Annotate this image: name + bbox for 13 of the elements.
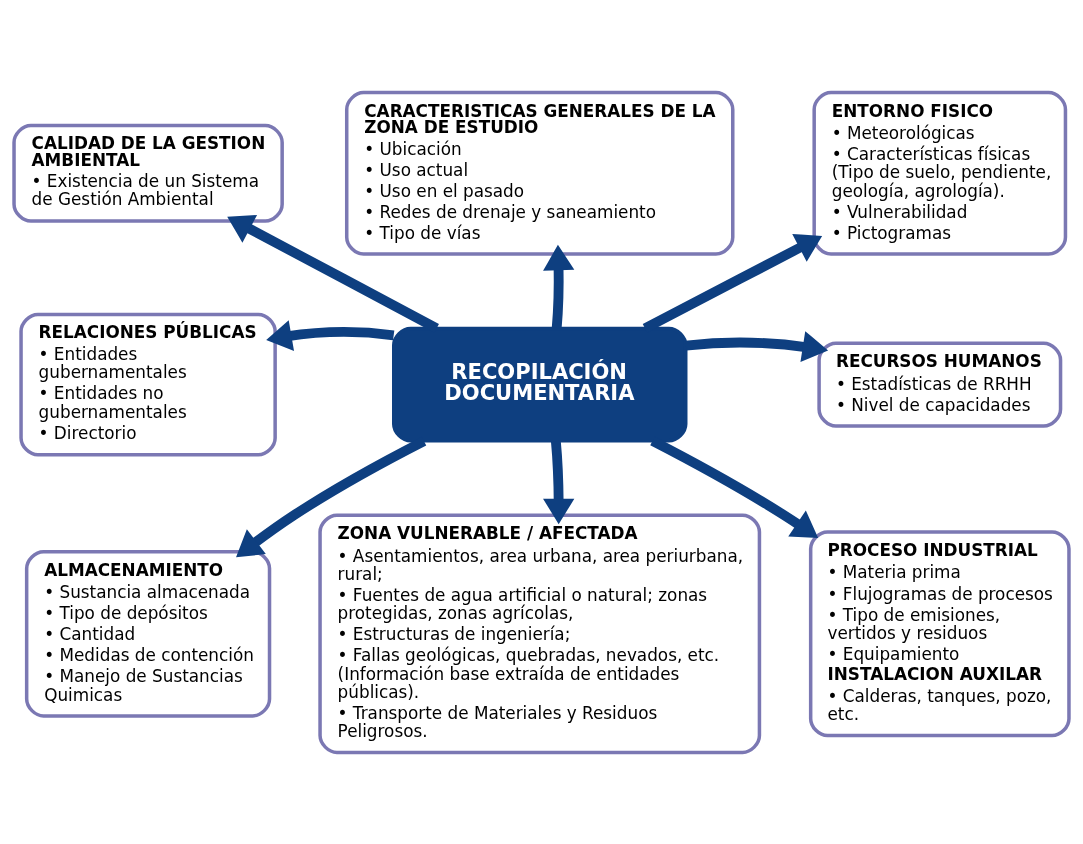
node-box: RELACIONES PÚBLICAS • Entidades gubernamentales • Entidades no gubernamentales • Directorio — [19, 312, 277, 457]
node-box: ALMACENAMIENTO • Sustancia almacenada • Tipo de depósitos • Cantidad • Medidas de contención • Manejo de Sustancias Quimicas — [24, 549, 272, 718]
arrow — [543, 440, 575, 524]
node-box: CALIDAD DE LA GESTION AMBIENTAL • Existencia de un Sistema de Gestión Ambiental — [12, 123, 284, 223]
arrow — [685, 330, 829, 362]
arrow — [543, 244, 575, 328]
node-box: ENTORNO FISICO • Meteorológicas • Características físicas (Tipo de suelo, pendiente, geología, agrología). • Vulnerabilidad • Pictogramas — [812, 90, 1068, 256]
arrow — [266, 319, 395, 351]
node-box: RECURSOS HUMANOS • Estadísticas de RRHH • Nivel de capacidades — [817, 340, 1063, 428]
node-box: RECOPILACIÓN DOCUMENTARIA — [392, 326, 688, 442]
node-box: CARACTERISTICAS GENERALES DE LA ZONA DE ESTUDIO • Ubicación • Uso actual • Uso en el pasado • Redes de drenaje y saneamiento • Tipo de vías — [344, 90, 735, 256]
node-box: ZONA VULNERABLE / AFECTADA • Asentamientos, area urbana, area periurbana, rural; • Fuentes de agua artificial o natural; zonas protegidas, zonas agrícolas, • Estructuras de ingeniería; • Fallas geológicas, quebradas, nevados, etc. (Información base extraída de entidades públicas). • Transporte de Materiales y Residuos Peligrosos. — [318, 512, 762, 754]
node-box: PROCESO INDUSTRIAL • Materia prima • Flujogramas de procesos • Tipo de emisiones, vertidos y residuos • Equipamiento INSTALACION AUXILAR • Calderas, tanques, pozo, etc. — [808, 529, 1071, 737]
